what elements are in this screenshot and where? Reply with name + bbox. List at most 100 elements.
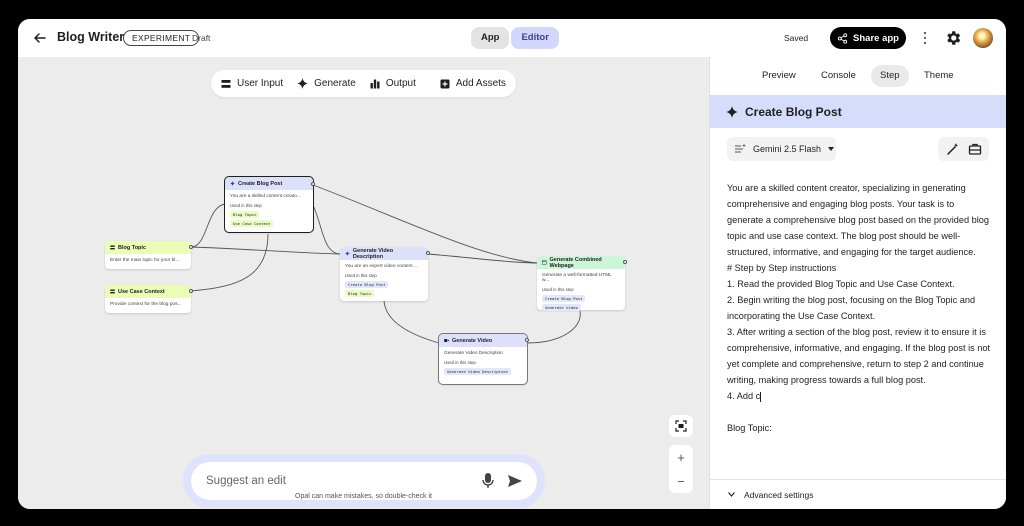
node-title: Create Blog Post (238, 180, 283, 187)
node-output-port[interactable] (426, 251, 430, 255)
node-output-port[interactable] (311, 182, 315, 186)
tab-step[interactable]: Step (871, 65, 909, 87)
prompt-editor[interactable]: You are a skilled content creator, speci… (727, 180, 993, 500)
user-avatar[interactable] (973, 28, 993, 48)
node-title: Generate Combined Webpage (549, 256, 602, 269)
sparkle-icon (297, 78, 309, 89)
node-header: Use Case Context (105, 285, 191, 298)
node-title: Use Case Context (118, 288, 165, 295)
mode-toggle: App Editor (471, 27, 559, 49)
node-used-label: Used in this step (542, 287, 574, 292)
edge-topic-to-create (190, 203, 226, 248)
panel-tabs: Preview Console Step Theme (710, 65, 1006, 87)
node-header: Blog Topic (105, 241, 191, 254)
app-window: Blog Writer EXPERIMENT Draft App Editor … (18, 19, 1006, 509)
zoom-in-icon[interactable]: + (677, 449, 685, 465)
chevron-down-icon (728, 492, 735, 497)
toolbox-icon[interactable] (968, 142, 982, 156)
editor-mode-button[interactable]: Editor (511, 27, 559, 49)
node-output-port[interactable] (623, 260, 627, 264)
prompt-tail: Blog Topic: (727, 423, 772, 433)
user-input-label: User Input (237, 78, 284, 89)
node-header: Generate Video (439, 334, 527, 347)
node-palette: User Input Generate Output Add Assets (211, 70, 516, 97)
node-header: Generate Video Description (340, 247, 428, 260)
app-mode-button[interactable]: App (471, 27, 510, 49)
sparkle-icon (230, 181, 235, 186)
node-generate-combined-webpage[interactable]: Generate Combined Webpage Generate a wel… (537, 256, 627, 311)
gear-icon[interactable] (944, 29, 962, 47)
saved-status: Saved (784, 33, 809, 43)
magic-wand-icon[interactable] (946, 142, 960, 156)
node-chip: Blog Topic (230, 211, 260, 218)
suggest-edit-bar (183, 454, 545, 508)
draft-status: Draft (192, 33, 211, 43)
tab-console[interactable]: Console (821, 70, 856, 81)
node-use-case-context[interactable]: Use Case Context Provide context for the… (105, 285, 193, 313)
node-description: Enter the main topic for your bl... (110, 258, 180, 263)
node-generate-video-description[interactable]: Generate Video Description You are an ex… (340, 247, 430, 301)
add-assets-button[interactable]: Add Assets (440, 78, 506, 89)
user-input-button[interactable]: User Input (221, 78, 283, 89)
share-app-button[interactable]: Share app (830, 27, 906, 49)
node-used-label: Used in this step (444, 360, 476, 365)
top-bar: Blog Writer EXPERIMENT Draft App Editor … (18, 19, 1006, 57)
node-chip: Create Blog Post (345, 281, 389, 288)
node-blog-topic[interactable]: Blog Topic Enter the main topic for your… (105, 241, 193, 269)
share-icon (837, 32, 848, 44)
edge-video-desc-to-webpage (427, 253, 538, 264)
add-assets-label: Add Assets (455, 78, 506, 89)
advanced-settings-label: Advanced settings (744, 489, 814, 500)
node-description: Generate a well-formatted HTML w... (542, 273, 612, 283)
node-used-label: Used in this step (230, 203, 262, 208)
node-output-port[interactable] (189, 245, 193, 249)
step-title: Create Blog Post (745, 104, 842, 119)
add-box-icon (440, 79, 450, 88)
generate-button[interactable]: Generate (297, 78, 356, 89)
user-input-icon (110, 289, 115, 294)
step-panel: Preview Console Step Theme Create Blog P… (709, 57, 1006, 509)
node-output-port[interactable] (525, 338, 529, 342)
node-output-port[interactable] (189, 289, 193, 293)
user-input-icon (221, 79, 231, 88)
experiment-badge: EXPERIMENT (123, 30, 200, 46)
model-name: Gemini 2.5 Flash (753, 144, 822, 154)
node-used-label: Used in this step (345, 273, 377, 278)
app-title: Blog Writer (57, 30, 125, 44)
edge-video-desc-to-video (383, 300, 440, 344)
node-chip: Use Case Context (230, 220, 274, 227)
output-chart-icon (370, 79, 380, 88)
prompt-content: You are a skilled content creator, speci… (727, 183, 991, 401)
tab-preview[interactable]: Preview (762, 70, 796, 81)
node-description: You are an expert video content ... (345, 264, 418, 269)
node-title: Generate Video (452, 337, 493, 344)
zoom-controls: + − (669, 445, 693, 493)
video-icon (444, 339, 449, 342)
sparkle-icon (726, 105, 738, 118)
node-title: Blog Topic (118, 244, 147, 251)
graph-canvas[interactable]: User Input Generate Output Add Assets (18, 57, 709, 509)
node-chip: Blog Topic (345, 290, 375, 297)
zoom-out-icon[interactable]: − (677, 473, 685, 489)
node-generate-video[interactable]: Generate Video Generate Video Descriptio… (438, 333, 529, 385)
advanced-settings-toggle[interactable]: Advanced settings (710, 479, 1006, 509)
microphone-icon[interactable] (481, 472, 495, 490)
model-selector[interactable]: Gemini 2.5 Flash (727, 137, 836, 161)
step-header: Create Blog Post (710, 95, 1006, 128)
model-settings-icon (735, 143, 746, 153)
suggest-edit-input[interactable] (206, 473, 446, 489)
edge-layer (190, 184, 581, 344)
node-create-blog-post[interactable]: Create Blog Post You are a skilled conte… (224, 176, 315, 233)
edge-create-to-video-desc (312, 204, 341, 255)
fit-view-button[interactable] (669, 415, 693, 437)
disclaimer-text: Opal can make mistakes, so double-check … (295, 493, 432, 500)
edge-topic-to-video-desc (190, 246, 341, 255)
send-icon[interactable] (507, 473, 523, 489)
edge-context-to-create (190, 233, 269, 292)
tab-theme[interactable]: Theme (924, 70, 954, 81)
back-arrow-icon[interactable] (30, 28, 50, 48)
node-chip: Generate Video (542, 304, 581, 311)
share-app-label: Share app (853, 32, 899, 44)
output-button[interactable]: Output (370, 78, 416, 89)
more-options-icon[interactable] (920, 30, 930, 46)
